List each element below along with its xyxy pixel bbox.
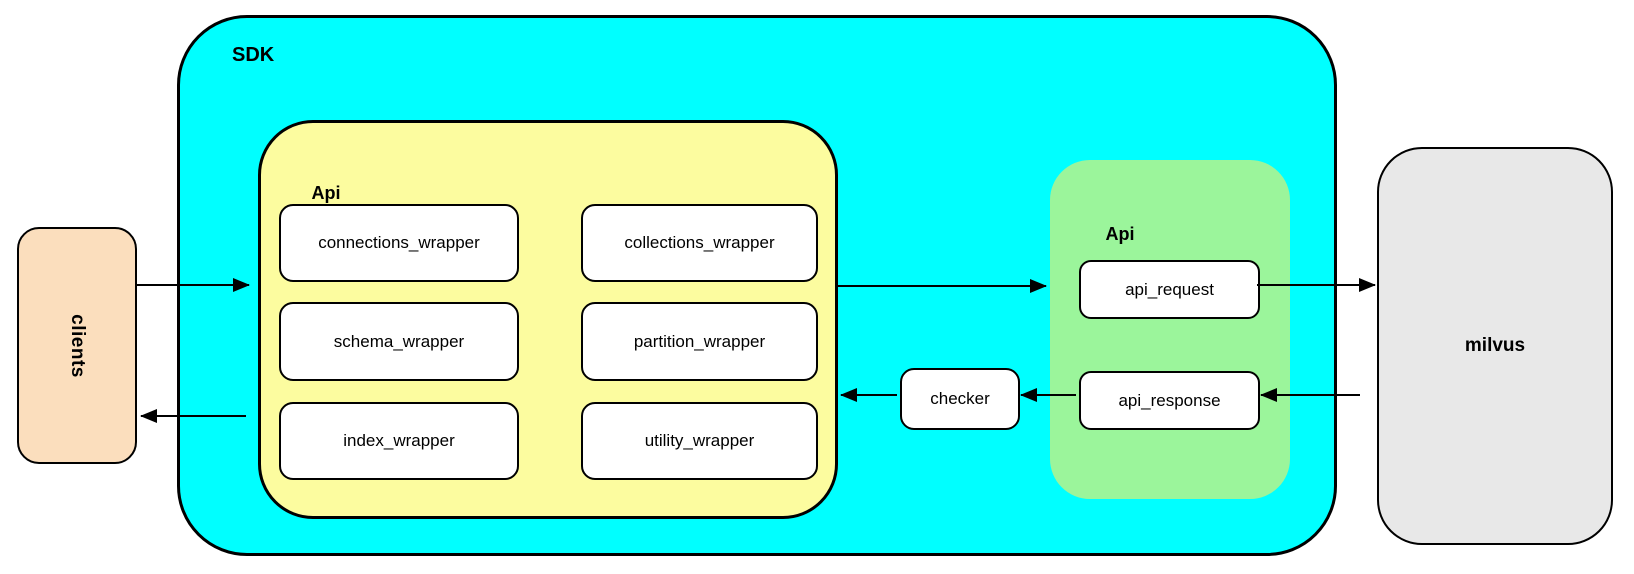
api-response-node: api_response <box>1079 371 1260 430</box>
api-gateway-label-line1: Api <box>1105 224 1135 244</box>
sdk-container: SDK Api Wrapper connections_wrapper coll… <box>177 15 1337 556</box>
clients-label: clients <box>66 313 88 378</box>
api-wrapper-container: Api Wrapper connections_wrapper collecti… <box>258 120 838 519</box>
checker-node: checker <box>900 368 1020 430</box>
api-request-node: api_request <box>1079 260 1260 319</box>
milvus-label: milvus <box>1464 335 1526 356</box>
module-collections-wrapper: collections_wrapper <box>581 204 818 282</box>
module-connections-wrapper: connections_wrapper <box>279 204 519 282</box>
clients-node: clients <box>17 227 137 464</box>
module-index-wrapper: index_wrapper <box>279 402 519 480</box>
module-utility-wrapper: utility_wrapper <box>581 402 818 480</box>
api-gateway-container: Api Gateway api_request api_response <box>1050 160 1290 499</box>
module-schema-wrapper: schema_wrapper <box>279 302 519 381</box>
module-partition-wrapper: partition_wrapper <box>581 302 818 381</box>
sdk-label: SDK <box>232 44 275 66</box>
api-wrapper-label-line1: Api <box>311 183 341 203</box>
milvus-node: milvus <box>1377 147 1613 545</box>
